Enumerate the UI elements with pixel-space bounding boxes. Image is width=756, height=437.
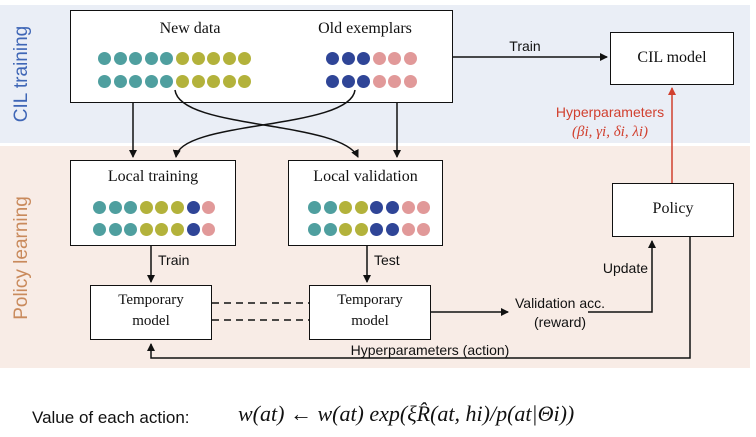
- navy-sample-dot: [370, 201, 384, 214]
- olive-sample-dot: [354, 223, 368, 236]
- local-training-label: Local training: [107, 168, 199, 185]
- hyperparameters-action-label: Hyperparameters (action): [350, 342, 510, 358]
- teal-sample-dot: [129, 52, 143, 65]
- olive-sample-dot: [191, 52, 205, 65]
- teal-sample-dot: [113, 52, 127, 65]
- navy-sample-dot: [370, 223, 384, 236]
- navy-sample-dot: [386, 201, 399, 214]
- olive-sample-dot: [238, 52, 252, 65]
- local-validation-label: Local validation: [313, 168, 418, 185]
- navy-sample-dot: [326, 75, 339, 88]
- pink-sample-dot: [404, 52, 417, 65]
- pink-sample-dot: [372, 52, 386, 65]
- olive-sample-dot: [191, 75, 205, 88]
- teal-sample-dot: [113, 75, 127, 88]
- formula-label: Value of each action:: [32, 408, 190, 427]
- pink-sample-dot: [202, 201, 216, 214]
- action-loop-arrow: [147, 237, 691, 359]
- cil-model-box: [610, 32, 734, 85]
- olive-sample-dot: [339, 223, 353, 236]
- pink-sample-dot: [417, 223, 431, 236]
- new-data-label: New data: [159, 20, 221, 37]
- olive-sample-dot: [171, 201, 184, 214]
- teal-sample-dot: [160, 52, 174, 65]
- olive-sample-dot: [155, 223, 169, 236]
- new-to-local-validation-curve: [174, 89, 359, 158]
- update-label: Update: [602, 260, 648, 276]
- teal-sample-dot: [98, 75, 111, 88]
- navy-sample-dot: [386, 223, 399, 236]
- teal-sample-dot: [308, 201, 321, 214]
- teal-sample-dot: [93, 223, 106, 236]
- olive-sample-dot: [222, 52, 236, 65]
- teal-sample-dot: [144, 52, 158, 65]
- navy-sample-dot: [357, 52, 371, 65]
- pink-sample-dot: [388, 52, 402, 65]
- teal-sample-dot: [323, 223, 337, 236]
- temporary-model-1-line-1: Temporary: [118, 292, 184, 308]
- olive-sample-dot: [176, 75, 189, 88]
- pink-sample-dot: [417, 201, 431, 214]
- policy-box: [612, 183, 734, 237]
- olive-sample-dot: [139, 223, 153, 236]
- navy-sample-dot: [357, 75, 371, 88]
- teal-sample-dot: [124, 223, 138, 236]
- old-to-local-training-curve: [172, 89, 356, 158]
- teal-sample-dot: [108, 201, 122, 214]
- olive-sample-dot: [354, 201, 368, 214]
- temporary-model-1-box: [90, 285, 212, 340]
- pink-sample-dot: [372, 75, 386, 88]
- teal-sample-dot: [308, 223, 321, 236]
- pink-sample-dot: [404, 75, 417, 88]
- pink-sample-dot: [388, 75, 402, 88]
- hyper-symbols-text: (βi, γi, δi, λi): [571, 124, 648, 140]
- olive-sample-dot: [176, 52, 189, 65]
- temporary-model-2-line-1: Temporary: [337, 292, 403, 308]
- update-arrow: [588, 240, 656, 313]
- teal-sample-dot: [124, 201, 138, 214]
- temporary-model-2-line-2: model: [351, 313, 389, 329]
- olive-sample-dot: [207, 52, 221, 65]
- formula-expression: w(at) ← w(at) exp(ξR̂(at, hi)/p(at|Θi)): [238, 401, 575, 426]
- olive-sample-dot: [238, 75, 252, 88]
- teal-sample-dot: [98, 52, 111, 65]
- train-top-label: Train: [509, 38, 541, 54]
- olive-sample-dot: [171, 223, 184, 236]
- cil-model-label: CIL model: [637, 49, 707, 66]
- olive-sample-dot: [222, 75, 236, 88]
- test-label: Test: [374, 252, 400, 268]
- olive-sample-dot: [155, 201, 169, 214]
- old-exemplars-label: Old exemplars: [318, 20, 412, 37]
- teal-sample-dot: [144, 75, 158, 88]
- policy-label: Policy: [652, 200, 694, 217]
- olive-sample-dot: [339, 201, 353, 214]
- teal-sample-dot: [129, 75, 143, 88]
- pink-sample-dot: [202, 223, 216, 236]
- navy-sample-dot: [186, 223, 200, 236]
- navy-sample-dot: [326, 52, 339, 65]
- teal-sample-dot: [323, 201, 337, 214]
- olive-sample-dot: [207, 75, 221, 88]
- temporary-model-1-line-2: model: [132, 313, 170, 329]
- pink-sample-dot: [401, 201, 415, 214]
- validation-acc-label: Validation acc.: [514, 295, 605, 311]
- train-local-label: Train: [158, 252, 190, 268]
- reward-label: (reward): [533, 314, 587, 330]
- hyperparameters-label: Hyperparameters: [555, 104, 665, 120]
- teal-sample-dot: [108, 223, 122, 236]
- hyperparameter-symbols: (βi, γi, δi, λi): [545, 124, 675, 141]
- teal-sample-dot: [160, 75, 174, 88]
- olive-sample-dot: [139, 201, 153, 214]
- navy-sample-dot: [341, 52, 355, 65]
- navy-sample-dot: [186, 201, 200, 214]
- navy-sample-dot: [341, 75, 355, 88]
- pink-sample-dot: [401, 223, 415, 236]
- teal-sample-dot: [93, 201, 106, 214]
- temporary-model-2-box: [309, 285, 431, 340]
